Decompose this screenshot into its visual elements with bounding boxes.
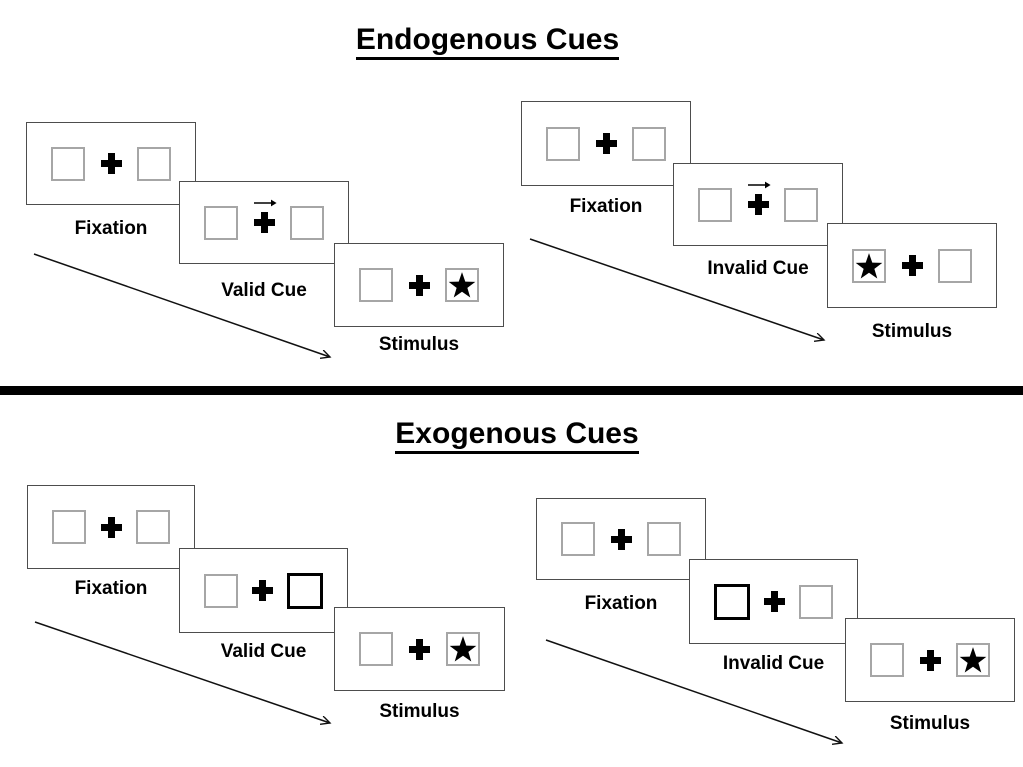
star-icon <box>855 252 883 278</box>
right-placeholder-box <box>647 522 681 556</box>
time-arrow-exogenous-invalid <box>545 639 842 743</box>
fixation-cross-icon <box>610 528 632 550</box>
left-placeholder-box <box>359 632 393 666</box>
fixation-cross-icon <box>408 274 430 296</box>
panel-label: Invalid Cue <box>722 653 825 674</box>
fixation-cross-icon <box>100 153 122 174</box>
star-icon <box>959 647 987 673</box>
endo-valid-fixation-panel <box>26 122 196 205</box>
left-placeholder-box <box>698 187 732 222</box>
section-title-endogenous: Endogenous Cues <box>0 23 975 60</box>
endo-invalid-cue-panel <box>673 163 843 246</box>
panel-label: Stimulus <box>871 321 953 342</box>
right-target-box <box>445 268 479 302</box>
right-target-box <box>956 643 990 677</box>
right-cue-arrow-icon <box>254 199 277 207</box>
exo-valid-fixation-panel <box>27 485 195 569</box>
fixation-cross-icon <box>901 255 923 276</box>
section-title-exogenous: Exogenous Cues <box>11 417 1023 454</box>
right-placeholder-box <box>632 126 666 161</box>
left-placeholder-box <box>359 268 393 302</box>
endo-valid-cue-panel <box>179 181 349 264</box>
exo-invalid-cue-panel <box>689 559 858 644</box>
left-placeholder-box <box>52 510 86 544</box>
exo-invalid-stimulus-panel <box>845 618 1015 702</box>
fixation-cross-icon <box>764 591 785 612</box>
endo-valid-stimulus-panel <box>334 243 504 327</box>
left-target-box <box>852 248 886 283</box>
left-placeholder-box <box>870 643 904 677</box>
right-target-box <box>446 632 480 666</box>
time-arrow-endogenous-valid <box>33 253 330 357</box>
panel-label: Fixation <box>74 578 148 599</box>
left-placeholder-box <box>561 522 595 556</box>
panel-label: Fixation <box>74 218 148 239</box>
panel-label: Fixation <box>584 593 658 614</box>
panel-label: Valid Cue <box>221 280 307 301</box>
left-placeholder-box <box>204 573 238 608</box>
fixation-cross-icon <box>252 580 273 601</box>
fixation-cross-icon <box>253 199 277 233</box>
left-placeholder-box <box>546 126 580 161</box>
right-cue-arrow-icon <box>748 181 771 189</box>
endo-invalid-stimulus-panel <box>827 223 997 308</box>
right-placeholder-box <box>136 510 170 544</box>
left-placeholder-box <box>204 205 238 240</box>
panel-label: Stimulus <box>378 334 460 355</box>
left-placeholder-box <box>51 146 85 181</box>
fixation-cross-icon <box>100 516 122 538</box>
exo-valid-stimulus-panel <box>334 607 505 691</box>
left-highlighted-cue-box <box>714 583 750 620</box>
panel-label: Invalid Cue <box>707 258 809 279</box>
right-placeholder-box <box>290 205 324 240</box>
right-placeholder-box <box>784 187 818 222</box>
right-placeholder-box <box>938 248 972 283</box>
panel-label: Stimulus <box>379 701 460 722</box>
endo-invalid-fixation-panel <box>521 101 691 186</box>
panel-label: Stimulus <box>889 713 971 734</box>
fixation-cross-icon <box>747 181 771 215</box>
fixation-cross-icon <box>409 638 430 660</box>
exo-invalid-fixation-panel <box>536 498 706 580</box>
star-icon <box>448 272 476 298</box>
right-highlighted-cue-box <box>287 572 323 609</box>
right-placeholder-box <box>799 584 833 619</box>
right-placeholder-box <box>137 146 171 181</box>
time-arrow-endogenous-invalid <box>529 238 824 340</box>
exo-valid-cue-panel <box>179 548 348 633</box>
time-arrow-exogenous-valid <box>34 621 330 723</box>
star-icon <box>449 636 477 662</box>
panel-label: Fixation <box>569 196 643 217</box>
panel-label: Valid Cue <box>220 641 307 662</box>
section-divider <box>0 386 1023 395</box>
fixation-cross-icon <box>919 649 941 671</box>
fixation-cross-icon <box>595 133 617 154</box>
